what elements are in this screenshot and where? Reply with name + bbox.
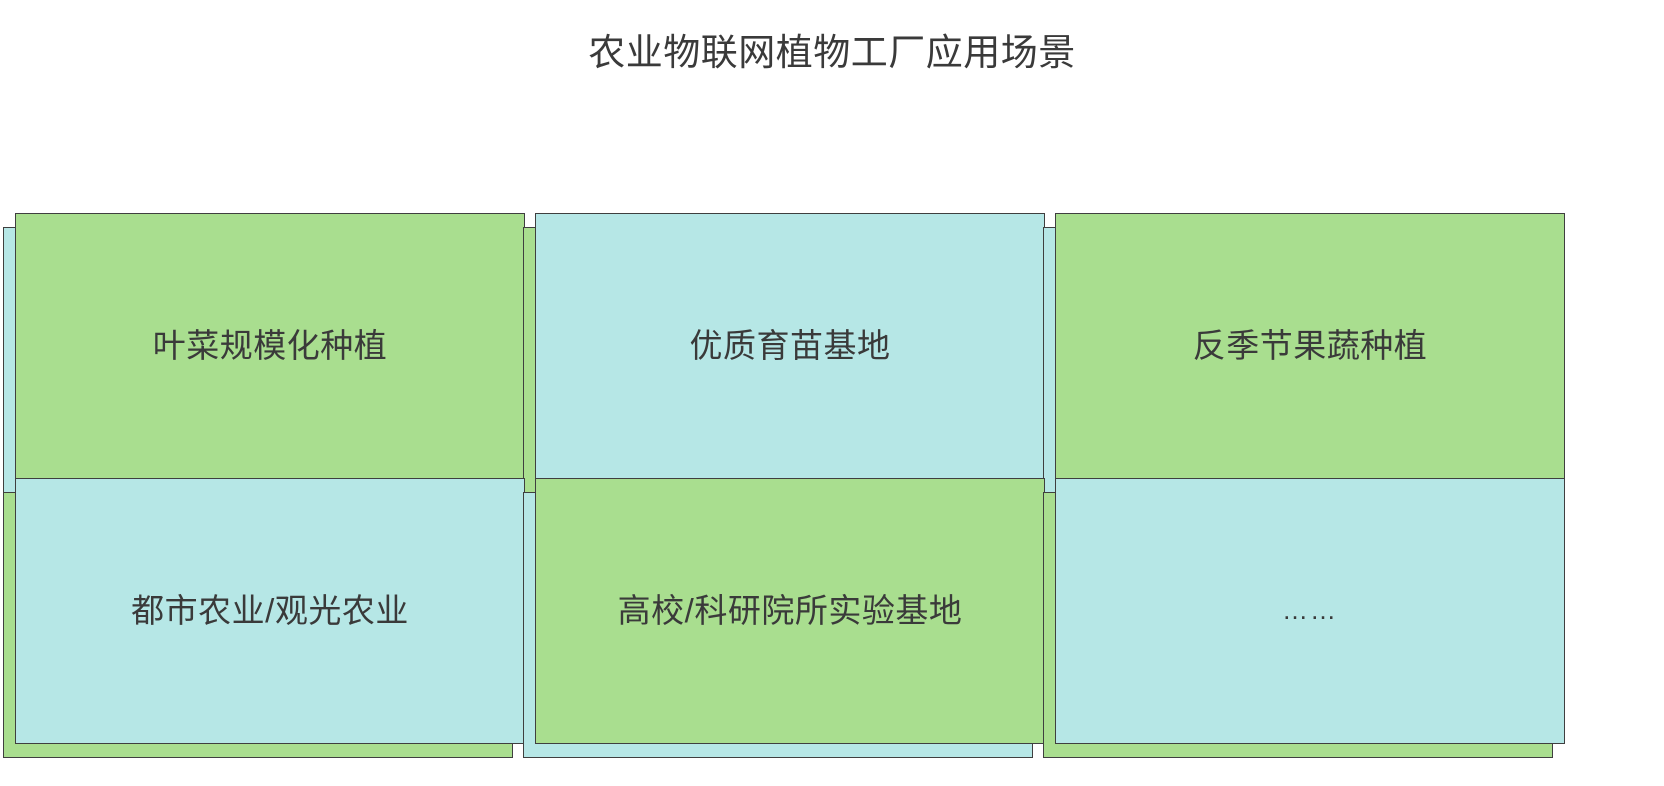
scenario-card[interactable]: 叶菜规模化种植	[3, 213, 525, 493]
card-label: 叶菜规模化种植	[152, 326, 388, 364]
card-label: 反季节果蔬种植	[1192, 326, 1428, 364]
card-label: 优质育苗基地	[689, 326, 891, 364]
scenario-card[interactable]: 反季节果蔬种植	[1043, 213, 1565, 493]
card-front-panel[interactable]: 高校/科研院所实验基地	[535, 478, 1045, 744]
card-label: 都市农业/观光农业	[131, 591, 409, 629]
scenario-card[interactable]: 高校/科研院所实验基地	[523, 478, 1045, 758]
card-front-panel[interactable]: 优质育苗基地	[535, 213, 1045, 479]
page-title: 农业物联网植物工厂应用场景	[588, 32, 1076, 73]
card-front-panel[interactable]: ……	[1055, 478, 1565, 744]
card-front-panel[interactable]: 反季节果蔬种植	[1055, 213, 1565, 479]
card-label: 高校/科研院所实验基地	[617, 591, 963, 629]
card-front-panel[interactable]: 都市农业/观光农业	[15, 478, 525, 744]
card-front-panel[interactable]: 叶菜规模化种植	[15, 213, 525, 479]
card-label: ……	[1282, 595, 1338, 626]
scenario-card[interactable]: 优质育苗基地	[523, 213, 1045, 493]
scenario-card[interactable]: 都市农业/观光农业	[3, 478, 525, 758]
scenario-card[interactable]: ……	[1043, 478, 1565, 758]
